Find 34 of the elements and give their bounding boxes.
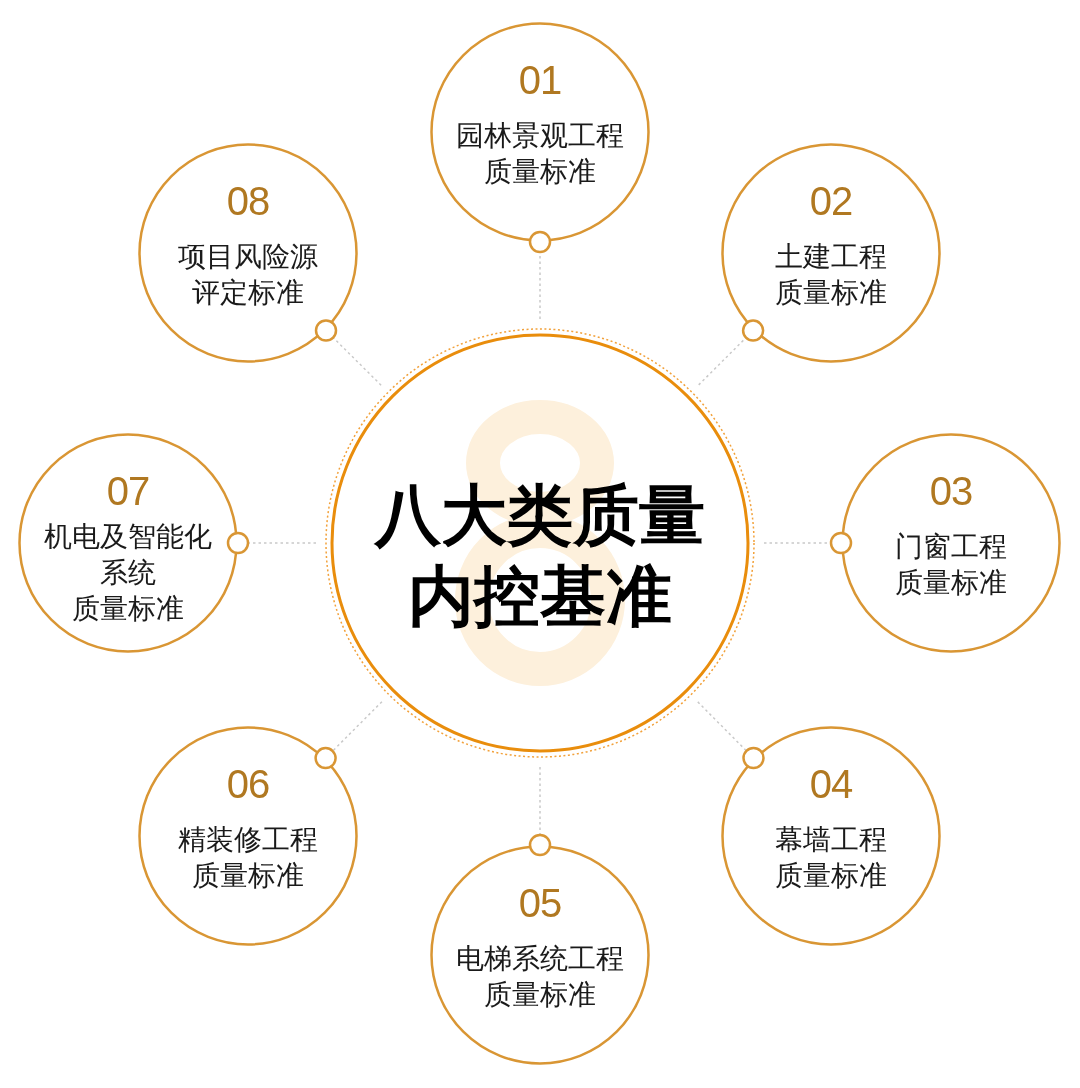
node-label: 精装修工程质量标准 [178, 822, 318, 894]
node-label: 门窗工程质量标准 [895, 529, 1007, 601]
circle-node [138, 726, 358, 946]
circle-node [721, 726, 941, 946]
step-number: 02 [809, 179, 853, 223]
node-label: 机电及智能化系统质量标准 [44, 519, 212, 627]
node-label: 土建工程质量标准 [775, 239, 887, 311]
circle-node [18, 433, 238, 653]
step-number: 05 [518, 881, 562, 925]
node-label: 幕墙工程质量标准 [775, 822, 887, 894]
center-circle [324, 327, 756, 759]
circle-node [430, 845, 650, 1065]
connector [314, 319, 382, 386]
circle-node [430, 22, 650, 242]
connector [226, 531, 317, 555]
connector [697, 701, 765, 770]
node-label: 电梯系统工程质量标准 [456, 941, 624, 1013]
circle-node [841, 433, 1061, 653]
step-number: 08 [226, 179, 270, 223]
step-number: 04 [809, 762, 853, 806]
connector [528, 766, 552, 857]
circle-node [138, 143, 358, 363]
step-number: 06 [226, 762, 270, 806]
circle-node [721, 143, 941, 363]
node-label: 园林景观工程质量标准 [456, 118, 624, 190]
center-title: 八大类质量内控基准 [375, 476, 705, 637]
connector [528, 230, 552, 320]
node-label: 项目风险源评定标准 [178, 239, 318, 311]
step-number: 07 [106, 469, 150, 513]
connector [763, 531, 853, 555]
connector [697, 319, 765, 386]
connector [314, 700, 383, 770]
step-number: 03 [929, 469, 973, 513]
step-number: 01 [518, 58, 562, 102]
